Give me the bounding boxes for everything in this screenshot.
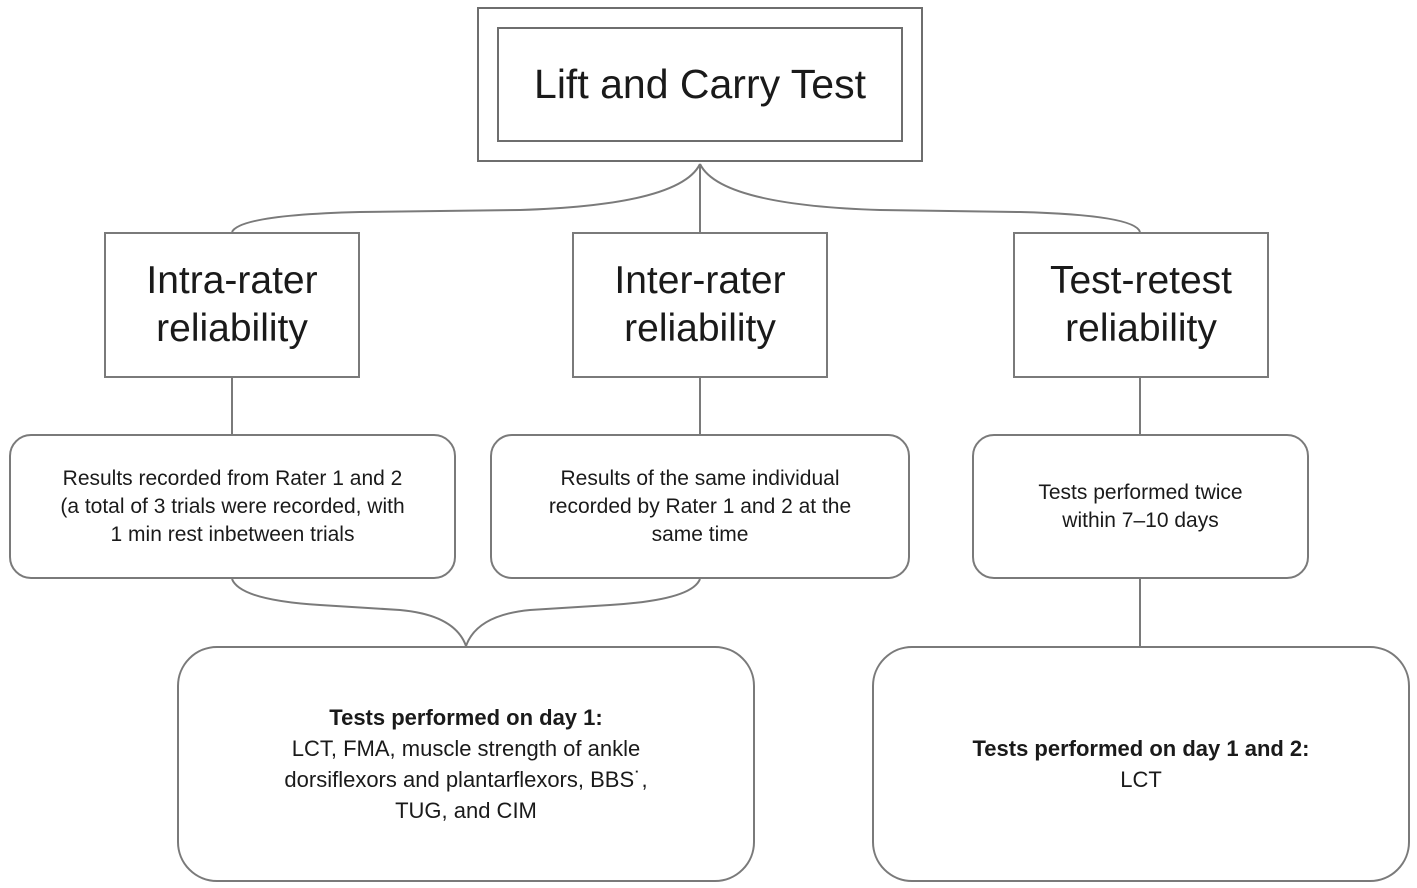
intra-rater-box: Intra-rater reliability <box>104 232 360 378</box>
test-retest-detail-text: Tests performed twice within 7–10 days <box>1038 480 1243 532</box>
connector-intra-detail-to-day1 <box>231 578 467 647</box>
inter-rater-box: Inter-rater reliability <box>572 232 828 378</box>
inter-rater-detail-text: Results of the same individual recorded … <box>548 466 852 546</box>
connector-inter-detail-to-day1 <box>465 578 701 647</box>
title-inner-frame: Lift and Carry Test <box>497 27 903 142</box>
diagram-title: Lift and Carry Test <box>534 60 866 107</box>
intra-rater-detail-text: Results recorded from Rater 1 and 2 (a t… <box>60 466 405 546</box>
test-retest-box: Test-retest reliability <box>1013 232 1269 378</box>
intra-rater-detail-box: Results recorded from Rater 1 and 2 (a t… <box>9 434 456 579</box>
inter-rater-label: Inter-rater reliability <box>614 259 786 350</box>
connector-title-to-retest <box>699 163 1141 233</box>
inter-rater-detail-box: Results of the same individual recorded … <box>490 434 910 579</box>
day1-and-2-tests-heading: Tests performed on day 1 and 2: <box>972 735 1310 761</box>
day1-tests-heading: Tests performed on day 1: <box>329 704 603 730</box>
day1-tests-list: LCT, FMA, muscle strength of ankle dorsi… <box>284 735 648 823</box>
day1-and-2-tests-list: LCT <box>1120 766 1162 792</box>
day1-and-2-tests-box: Tests performed on day 1 and 2: LCT <box>872 646 1410 882</box>
test-retest-label: Test-retest reliability <box>1049 259 1233 350</box>
title-box: Lift and Carry Test <box>477 7 923 162</box>
intra-rater-label: Intra-rater reliability <box>146 259 318 350</box>
connector-title-to-intra <box>231 163 701 233</box>
day1-tests-box: Tests performed on day 1: LCT, FMA, musc… <box>177 646 755 882</box>
test-retest-detail-box: Tests performed twice within 7–10 days <box>972 434 1309 579</box>
